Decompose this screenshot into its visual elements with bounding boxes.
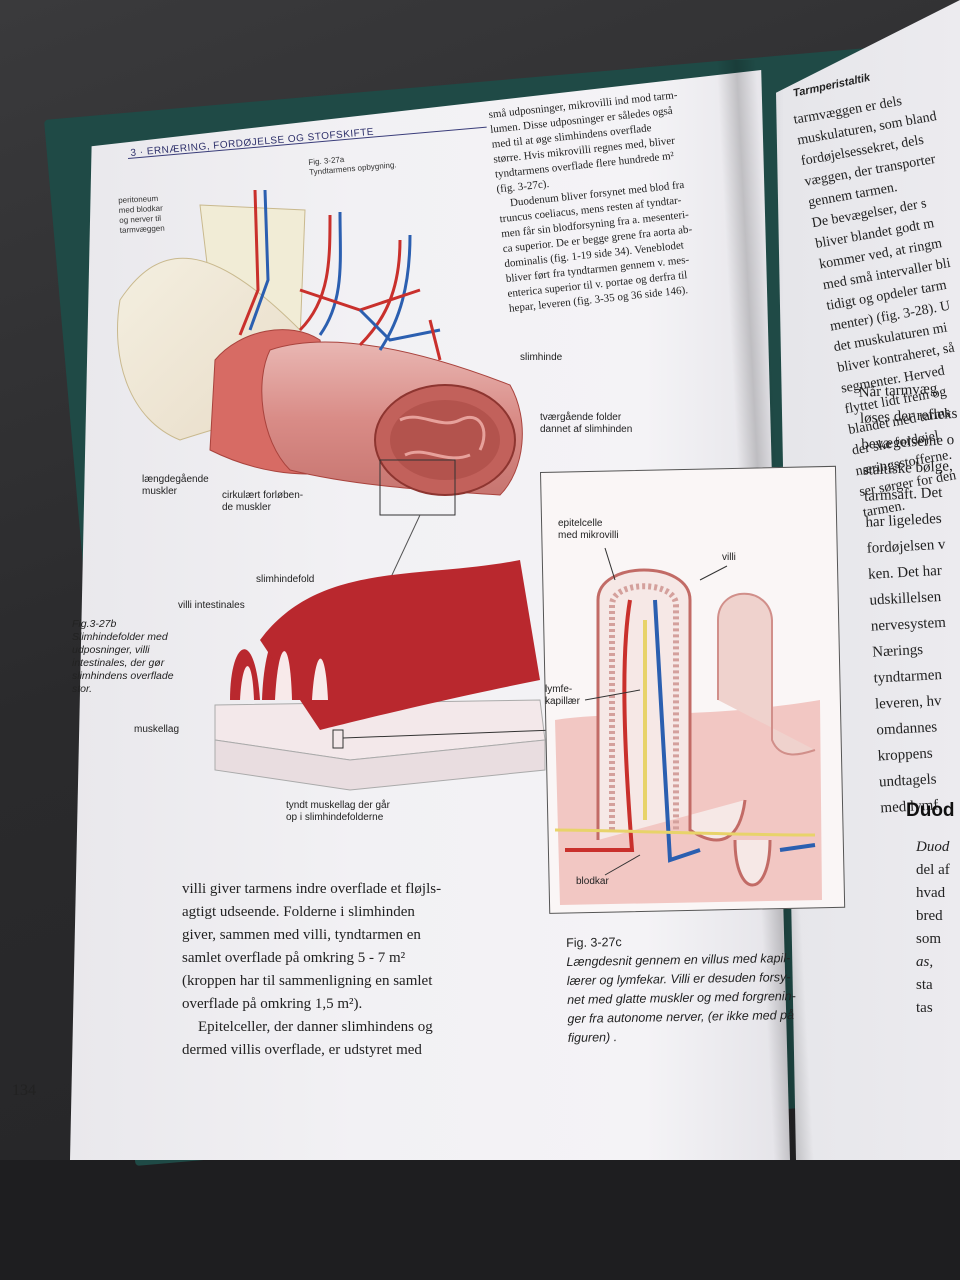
text-line: kroppens	[877, 745, 934, 765]
caption-line: udposninger, villi	[72, 644, 150, 656]
label-tyndt-muskellag: tyndt muskellag der går op i slimhindefo…	[286, 800, 390, 824]
right-page-text-bottom: Duod del af hvad bred som as, sta tas	[916, 836, 960, 1020]
label-line: de muskler	[222, 502, 271, 513]
label-slimhinde: slimhinde	[520, 352, 563, 363]
text-line: agtigt udseende. Folderne i slimhinden	[182, 904, 415, 920]
text-line: staltiske bølge,	[862, 458, 954, 479]
fig-3-27c-caption: Fig. 3-27c Længdesnit gennem en villus m…	[566, 929, 868, 1048]
label-cirkulaert-muskler: cirkulært forløben- de muskler	[222, 490, 303, 514]
label-epitelcelle: epitelcelle med mikrovilli	[558, 518, 619, 542]
label-laengdegaaende-muskler: længdegående muskler	[142, 474, 209, 498]
label-line: tyndt muskellag der går	[286, 800, 390, 811]
text-line: villi giver tarmens indre overflade et f…	[182, 881, 442, 897]
label-line: tværgående folder	[540, 412, 622, 423]
table-edge	[0, 1160, 960, 1280]
text-line: dermed villis overflade, er udstyret med	[182, 1042, 422, 1058]
label-line: længdegående	[142, 474, 209, 485]
top-text-column: små udposninger, mikrovilli ind mod tarm…	[488, 80, 778, 317]
label-line: op i slimhindefolderne	[286, 812, 384, 823]
text-line: overflade på omkring 1,5 m²).	[182, 996, 363, 1012]
label-tvaergaaende-folder: tværgående folder dannet af slimhinden	[540, 412, 632, 436]
text-line: undtagels	[878, 771, 937, 791]
text-line: omdannes	[875, 719, 938, 739]
label-lymfekapillaer: lymfe- kapillær	[545, 684, 580, 708]
text-line: sta	[916, 977, 933, 993]
label-blodkar: blodkar	[576, 876, 609, 887]
label-line: kapillær	[545, 696, 581, 707]
caption-line: intestinales, der gør	[72, 657, 165, 669]
fig-3-27b-number: Fig.3-27b	[72, 618, 117, 630]
label-line: lymfe-	[545, 684, 573, 695]
text-line: hvad	[916, 885, 946, 901]
caption-line: Slimhindefolder med	[72, 631, 168, 643]
body-text: villi giver tarmens indre overflade et f…	[182, 878, 502, 1062]
label-line: muskler	[142, 486, 178, 497]
text-line: bred	[916, 908, 943, 924]
text-line: tas	[916, 1000, 933, 1016]
caption-line: stor.	[72, 683, 93, 695]
text-line: samlet overflade på omkring 5 - 7 m²	[182, 950, 406, 966]
text-line: Duod	[916, 839, 950, 855]
text-line: (kroppen har til sammenligning en samlet	[182, 973, 433, 989]
page-number: 134	[12, 1082, 36, 1099]
text-line: som	[916, 931, 942, 947]
text-line: Epitelceller, der danner slimhindens og	[198, 1019, 433, 1035]
label-line: med mikrovilli	[558, 530, 619, 541]
text-line: del af	[916, 862, 950, 878]
right-page-section-heading: Duod	[906, 800, 955, 821]
label-line: epitelcelle	[558, 518, 603, 529]
label-villi-intestinales: villi intestinales	[178, 600, 245, 611]
label-villi: villi	[722, 552, 736, 563]
text-line: fordøjelsen v	[866, 536, 946, 557]
label-slimhindefold: slimhindefold	[256, 574, 315, 585]
caption-line: slimhindens overflade	[72, 670, 174, 682]
label-line: dannet af slimhinden	[540, 424, 633, 435]
fig-3-27b-caption: Fig.3-27b Slimhindefolder med udposninge…	[72, 618, 202, 696]
label-line: cirkulært forløben-	[222, 490, 304, 501]
text-line: as,	[916, 954, 934, 970]
label-peritoneum: peritoneum med blodkar og nerver til tar…	[118, 192, 200, 236]
label-muskellag: muskellag	[134, 724, 180, 735]
text-line: giver, sammen med villi, tyndtarmen en	[182, 927, 421, 943]
